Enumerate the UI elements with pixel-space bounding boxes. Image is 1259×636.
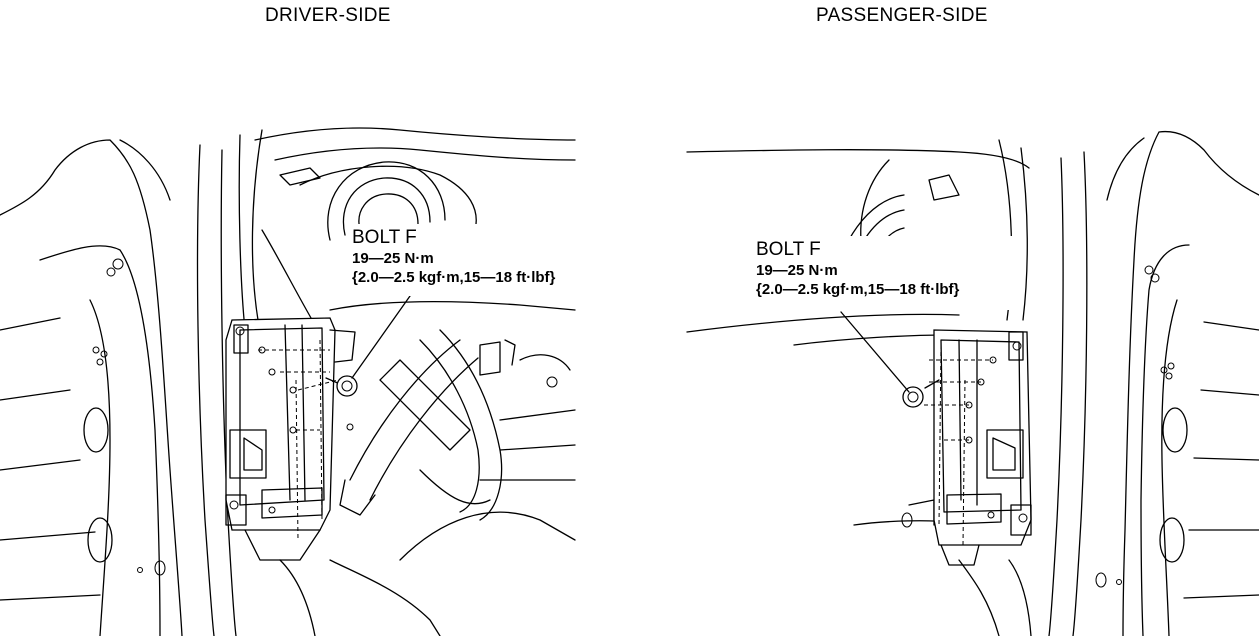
passenger-side-title: PASSENGER-SIDE [816, 5, 988, 26]
bolt-label: BOLT F [756, 239, 821, 260]
driver-side-title: DRIVER-SIDE [265, 5, 391, 26]
passenger-side-bolt-callout: BOLT F 19—25 N·m {2.0—2.5 kgf·m,15—18 ft… [756, 238, 959, 299]
bolt-label: BOLT F [352, 227, 417, 248]
torque-alt: {2.0—2.5 kgf·m,15—18 ft·lbf} [756, 280, 960, 298]
torque-nm: 19—25 N·m [756, 261, 838, 279]
torque-alt: {2.0—2.5 kgf·m,15—18 ft·lbf} [352, 268, 556, 286]
driver-side-illustration [0, 127, 576, 636]
torque-nm: 19—25 N·m [352, 249, 434, 267]
driver-side-bolt-callout: BOLT F 19—25 N·m {2.0—2.5 kgf·m,15—18 ft… [352, 226, 555, 287]
passenger-side-illustration [686, 130, 1259, 636]
